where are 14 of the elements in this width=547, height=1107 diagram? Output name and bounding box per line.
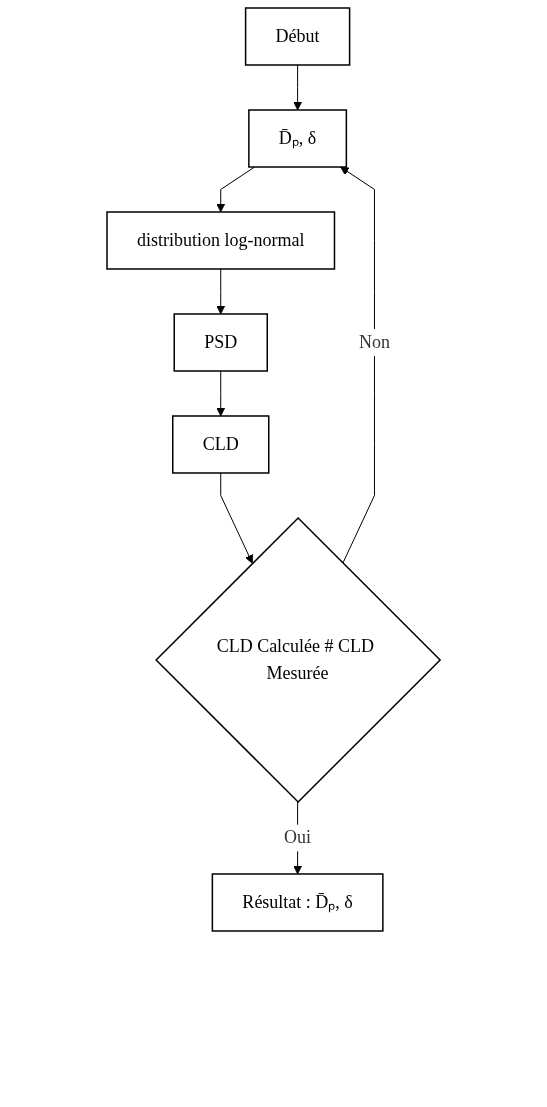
node-box: distribution log-normal	[106, 211, 336, 270]
arrow	[220, 472, 253, 564]
node-box: CLD	[171, 415, 270, 474]
arrow	[216, 268, 226, 315]
arrow	[340, 166, 375, 564]
node-box: PSD	[173, 313, 268, 372]
arrow	[293, 64, 302, 111]
node-box: D̄ₚ, δ	[248, 109, 348, 168]
node-diamond: CLD Calculée # CLD Mesurée	[155, 516, 442, 804]
arrow	[216, 370, 226, 417]
edge-label: Non	[358, 331, 390, 352]
node-box: Début	[244, 7, 351, 66]
node-box: Résultat : D̄ₚ, δ	[211, 873, 384, 932]
edge-label: Oui	[284, 827, 312, 848]
